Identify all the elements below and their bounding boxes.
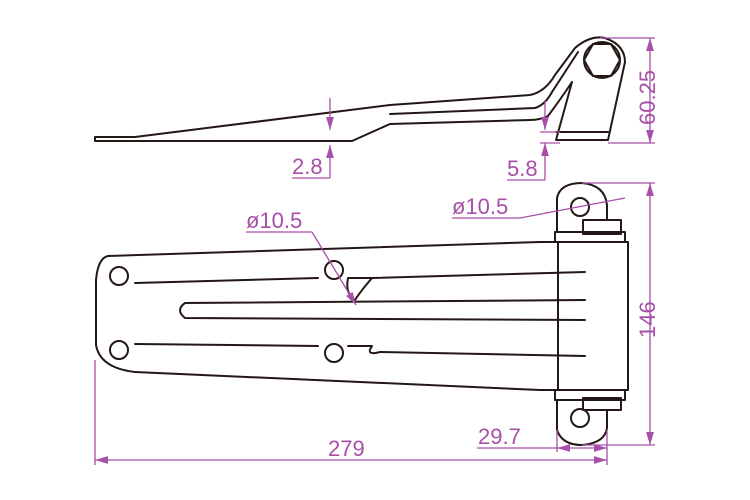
- dim-bracket-base: 5.8: [507, 156, 538, 181]
- mount-hole: [109, 340, 129, 360]
- dim-lug-hole: ø10.5: [452, 194, 508, 219]
- mount-hole: [324, 343, 344, 363]
- dim-side-height: 60.25: [635, 70, 660, 125]
- dimensions: 2.8 5.8 60.25 ø10.5 ø10.5 146 279 29.7: [94, 37, 660, 465]
- dim-plate-thickness: 2.8: [292, 154, 323, 179]
- mount-hole: [324, 260, 344, 280]
- mount-hole: [109, 266, 129, 286]
- dim-lug-width: 29.7: [478, 424, 521, 449]
- dim-overall-height: 146: [635, 301, 660, 338]
- hex-nut-icon: [583, 43, 621, 77]
- dim-plate-hole: ø10.5: [246, 208, 302, 233]
- dim-overall-length: 279: [328, 436, 365, 461]
- plate-outline: [95, 241, 629, 391]
- knuckle-pin: [583, 41, 621, 79]
- front-view: [95, 182, 629, 446]
